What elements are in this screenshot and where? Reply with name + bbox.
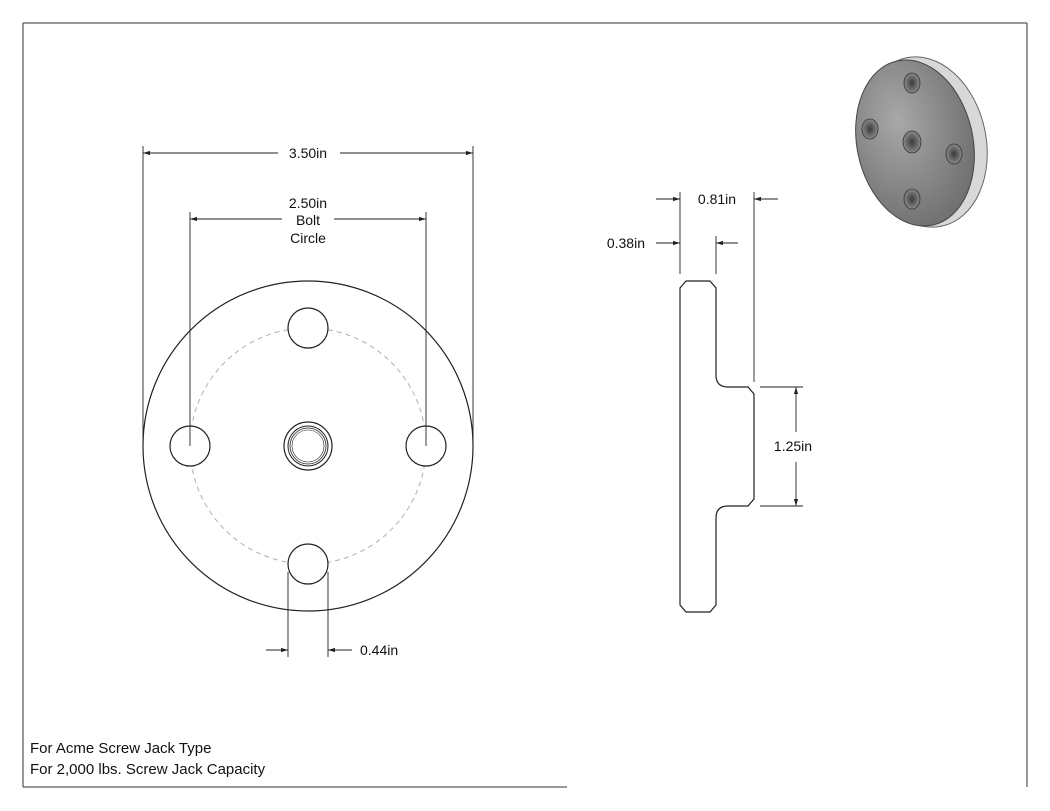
- side-view: 0.81in 0.38in 1.25in: [607, 191, 812, 613]
- bolt-circle-dimension: [189, 212, 427, 446]
- overall-diameter-dimension: [142, 146, 474, 446]
- hole-diameter-dimension: [266, 572, 352, 657]
- total-thickness-dimension: [656, 192, 778, 382]
- note-jack-capacity: For 2,000 lbs. Screw Jack Capacity: [30, 761, 266, 778]
- flange-thickness-label: 0.38in: [607, 235, 645, 251]
- iso-hole-left: [861, 118, 879, 140]
- flange-thickness-dimension: [656, 236, 738, 274]
- hole-diameter-label: 0.44in: [360, 642, 398, 658]
- isometric-view: [855, 56, 988, 228]
- bolt-circle-label-line2: Circle: [290, 230, 326, 246]
- iso-hole-top: [903, 72, 921, 94]
- iso-hole-right: [945, 143, 963, 165]
- bolt-circle-value-label: 2.50in: [289, 195, 327, 211]
- hub-diameter-label: 1.25in: [774, 438, 812, 454]
- threaded-center-hole: [283, 421, 333, 471]
- bolt-hole-top: [287, 307, 329, 349]
- flange-side-profile: [679, 280, 755, 613]
- total-thickness-label: 0.81in: [698, 191, 736, 207]
- iso-hole-bottom: [903, 188, 921, 210]
- bolt-circle-label-line1: Bolt: [296, 212, 320, 228]
- bolt-hole-bottom: [287, 543, 329, 585]
- overall-diameter-label: 3.50in: [289, 145, 327, 161]
- hub-diameter-dimension: [760, 386, 803, 507]
- iso-hole-center: [902, 130, 922, 154]
- top-view: 3.50in 2.50in Bolt Circle 0.44in: [142, 145, 474, 658]
- bolt-circle-line: [189, 327, 427, 565]
- note-jack-type: For Acme Screw Jack Type: [30, 740, 212, 757]
- sheet-border: [22, 22, 1028, 788]
